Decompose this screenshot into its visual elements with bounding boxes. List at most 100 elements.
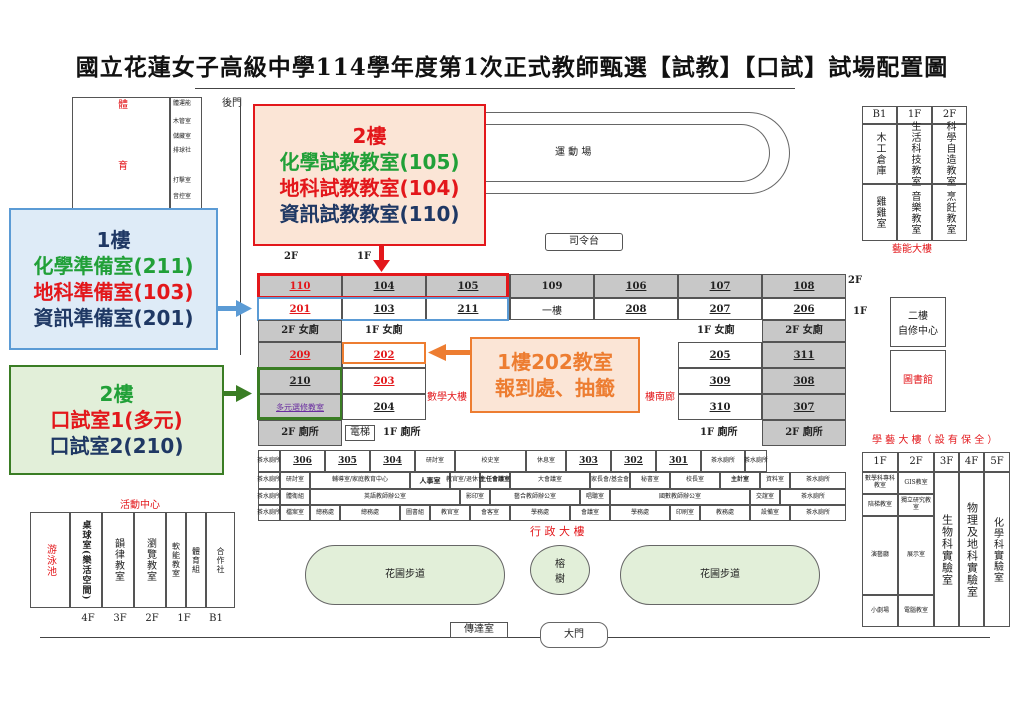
room-205[interactable]: 205 (678, 342, 762, 368)
room-208[interactable]: 208 (594, 298, 678, 320)
activity-center-label: 活動中心 (120, 500, 160, 511)
admin-cell: 茶水廁所 (701, 450, 745, 472)
activity-room: 韻律教室 (102, 512, 134, 608)
arrow-down-red-icon (373, 246, 390, 272)
arts-room: 科學自造教室 (932, 121, 967, 187)
bottom-line (40, 637, 990, 638)
room-106[interactable]: 106 (594, 274, 678, 298)
arts-head: 1F (897, 106, 932, 124)
floor-label: 1F (357, 251, 372, 262)
admin-cell: 大會議室 (510, 472, 590, 489)
arrow-left-orange-icon (428, 344, 470, 361)
room-305[interactable]: 305 (325, 450, 370, 472)
arts-room: 木工倉庫 (862, 124, 897, 184)
gym-room-label: 打擊室 (173, 177, 192, 184)
arts-head: 2F (932, 106, 967, 124)
track (480, 112, 790, 194)
highlight-blue (257, 297, 509, 321)
arts-room: 音樂教室 (897, 184, 932, 241)
room-304[interactable]: 304 (370, 450, 415, 472)
callout-line: 化學試教教室(105) (279, 150, 460, 174)
room-308[interactable]: 308 (762, 368, 846, 394)
admin-cell: 國數教師辦公室 (610, 489, 750, 505)
sci-building-label: 數學大樓 (427, 392, 467, 403)
divider (195, 88, 795, 89)
room-307[interactable]: 307 (762, 394, 846, 420)
room-306[interactable]: 306 (280, 450, 325, 472)
field-label: 運 動 場 (555, 147, 592, 158)
arts-head: B1 (862, 106, 897, 124)
admin-cell: 會客室 (470, 505, 510, 521)
admin-cell: 主任會議室 (480, 472, 510, 489)
sci-room: 生物科實驗室 (934, 472, 959, 627)
arrow-right-green-icon (224, 385, 252, 402)
activity-room: 桌球室(樂活空間) (70, 512, 102, 608)
admin-cell: 總務處 (340, 505, 400, 521)
sci-room: 展示室 (898, 516, 934, 595)
room-203[interactable]: 203 (342, 368, 426, 394)
toilet-2f-b-left: 2F 廁所 (258, 420, 342, 446)
admin-cell: 交誼室 (750, 489, 780, 505)
sci-room: 演藝廳 (862, 516, 898, 595)
admin-cell: 總務處 (310, 505, 340, 521)
room-302[interactable]: 302 (611, 450, 656, 472)
sci-room: 數學科專科教室 (862, 472, 898, 494)
highlight-green (257, 367, 343, 420)
room-309[interactable]: 309 (678, 368, 762, 394)
activity-room: 體育組 (186, 512, 206, 608)
admin-cell: 影印室 (460, 489, 490, 505)
study-center: 二樓 自修中心 (890, 297, 946, 347)
gym-room-label: 儲藏室 (173, 133, 192, 140)
admin-cell: 茶水廁所 (257, 489, 281, 505)
admin-cell: 唱聽室 (580, 489, 610, 505)
sci-room: 獨立研究教室 (898, 494, 934, 516)
south-corridor-label: 樓南廊 (645, 392, 675, 403)
activity-center: 游泳池 桌球室(樂活空間) 韻律教室 瀏覽教室 軟能教室 體育組 合作社 (30, 512, 235, 608)
admin-cell: 檔案室 (280, 505, 310, 521)
callout-center: 1樓202教室 報到處、抽籤 (470, 337, 640, 413)
sci-head: 3F (934, 452, 959, 472)
sci-room: 物理及地科實驗室 (959, 472, 984, 627)
room-204[interactable]: 204 (342, 394, 426, 420)
activity-floor: B1 (209, 613, 223, 624)
activity-floor: 3F (113, 613, 127, 624)
room-row-top: 110 104 105 109 106 107 108 (258, 274, 846, 298)
admin-cell: 資料室 (760, 472, 790, 489)
room-207[interactable]: 207 (678, 298, 762, 320)
callout-left: 1樓 化學準備室(211) 地科準備室(103) 資訊準備室(201) (9, 208, 218, 350)
sci-building: 1F 2F 3F 4F 5F 數學科專科教室 GIS教室 生物科實驗室 物理及地… (862, 452, 1010, 627)
callout-line: 資訊準備室(201) (33, 306, 194, 330)
admin-cell: 茶水廁所 (790, 505, 846, 521)
room-206[interactable]: 206 (762, 298, 846, 320)
admin-cell: 秘書室 (630, 472, 670, 489)
arts-building: B1 1F 2F 木工倉庫 生活科技教室 科學自造教室 雞雞室 音樂教室 烹飪教… (862, 106, 967, 241)
gym-room-label: 排球社 (173, 147, 192, 154)
room-108[interactable]: 108 (762, 274, 846, 298)
arts-name: 藝能大樓 (892, 244, 932, 255)
room-310[interactable]: 310 (678, 394, 762, 420)
admin-cell: 茶水廁所 (744, 450, 768, 472)
sci-head: 2F (898, 452, 934, 472)
room-109[interactable]: 109 (510, 274, 594, 298)
right-wing: 205 309 310 (678, 342, 762, 420)
room-107[interactable]: 107 (678, 274, 762, 298)
toilet-1f-b-left: 1F 廁所 (383, 427, 421, 438)
tree-label: 榕 (555, 559, 565, 570)
room-311[interactable]: 311 (762, 342, 846, 368)
admin-cell: 教官室 (430, 505, 470, 521)
admin-cell: 人事室 (410, 472, 450, 489)
tree-label-2: 樹 (555, 574, 565, 585)
admin-cell: 設備室 (750, 505, 790, 521)
admin-cell: 研討室 (415, 450, 455, 472)
admin-cell: 休息室 (526, 450, 566, 472)
admin-cell: 印刷室 (670, 505, 700, 521)
admin-cell: 英語教師辦公室 (310, 489, 460, 505)
arts-room: 烹飪教室 (932, 184, 967, 241)
admin-cell: 茶水廁所 (790, 472, 846, 489)
admin-cell: 校史室 (455, 450, 526, 472)
gym-label-2: 育 (118, 161, 128, 172)
room-303[interactable]: 303 (566, 450, 611, 472)
room-301[interactable]: 301 (656, 450, 701, 472)
sci-head: 4F (959, 452, 984, 472)
